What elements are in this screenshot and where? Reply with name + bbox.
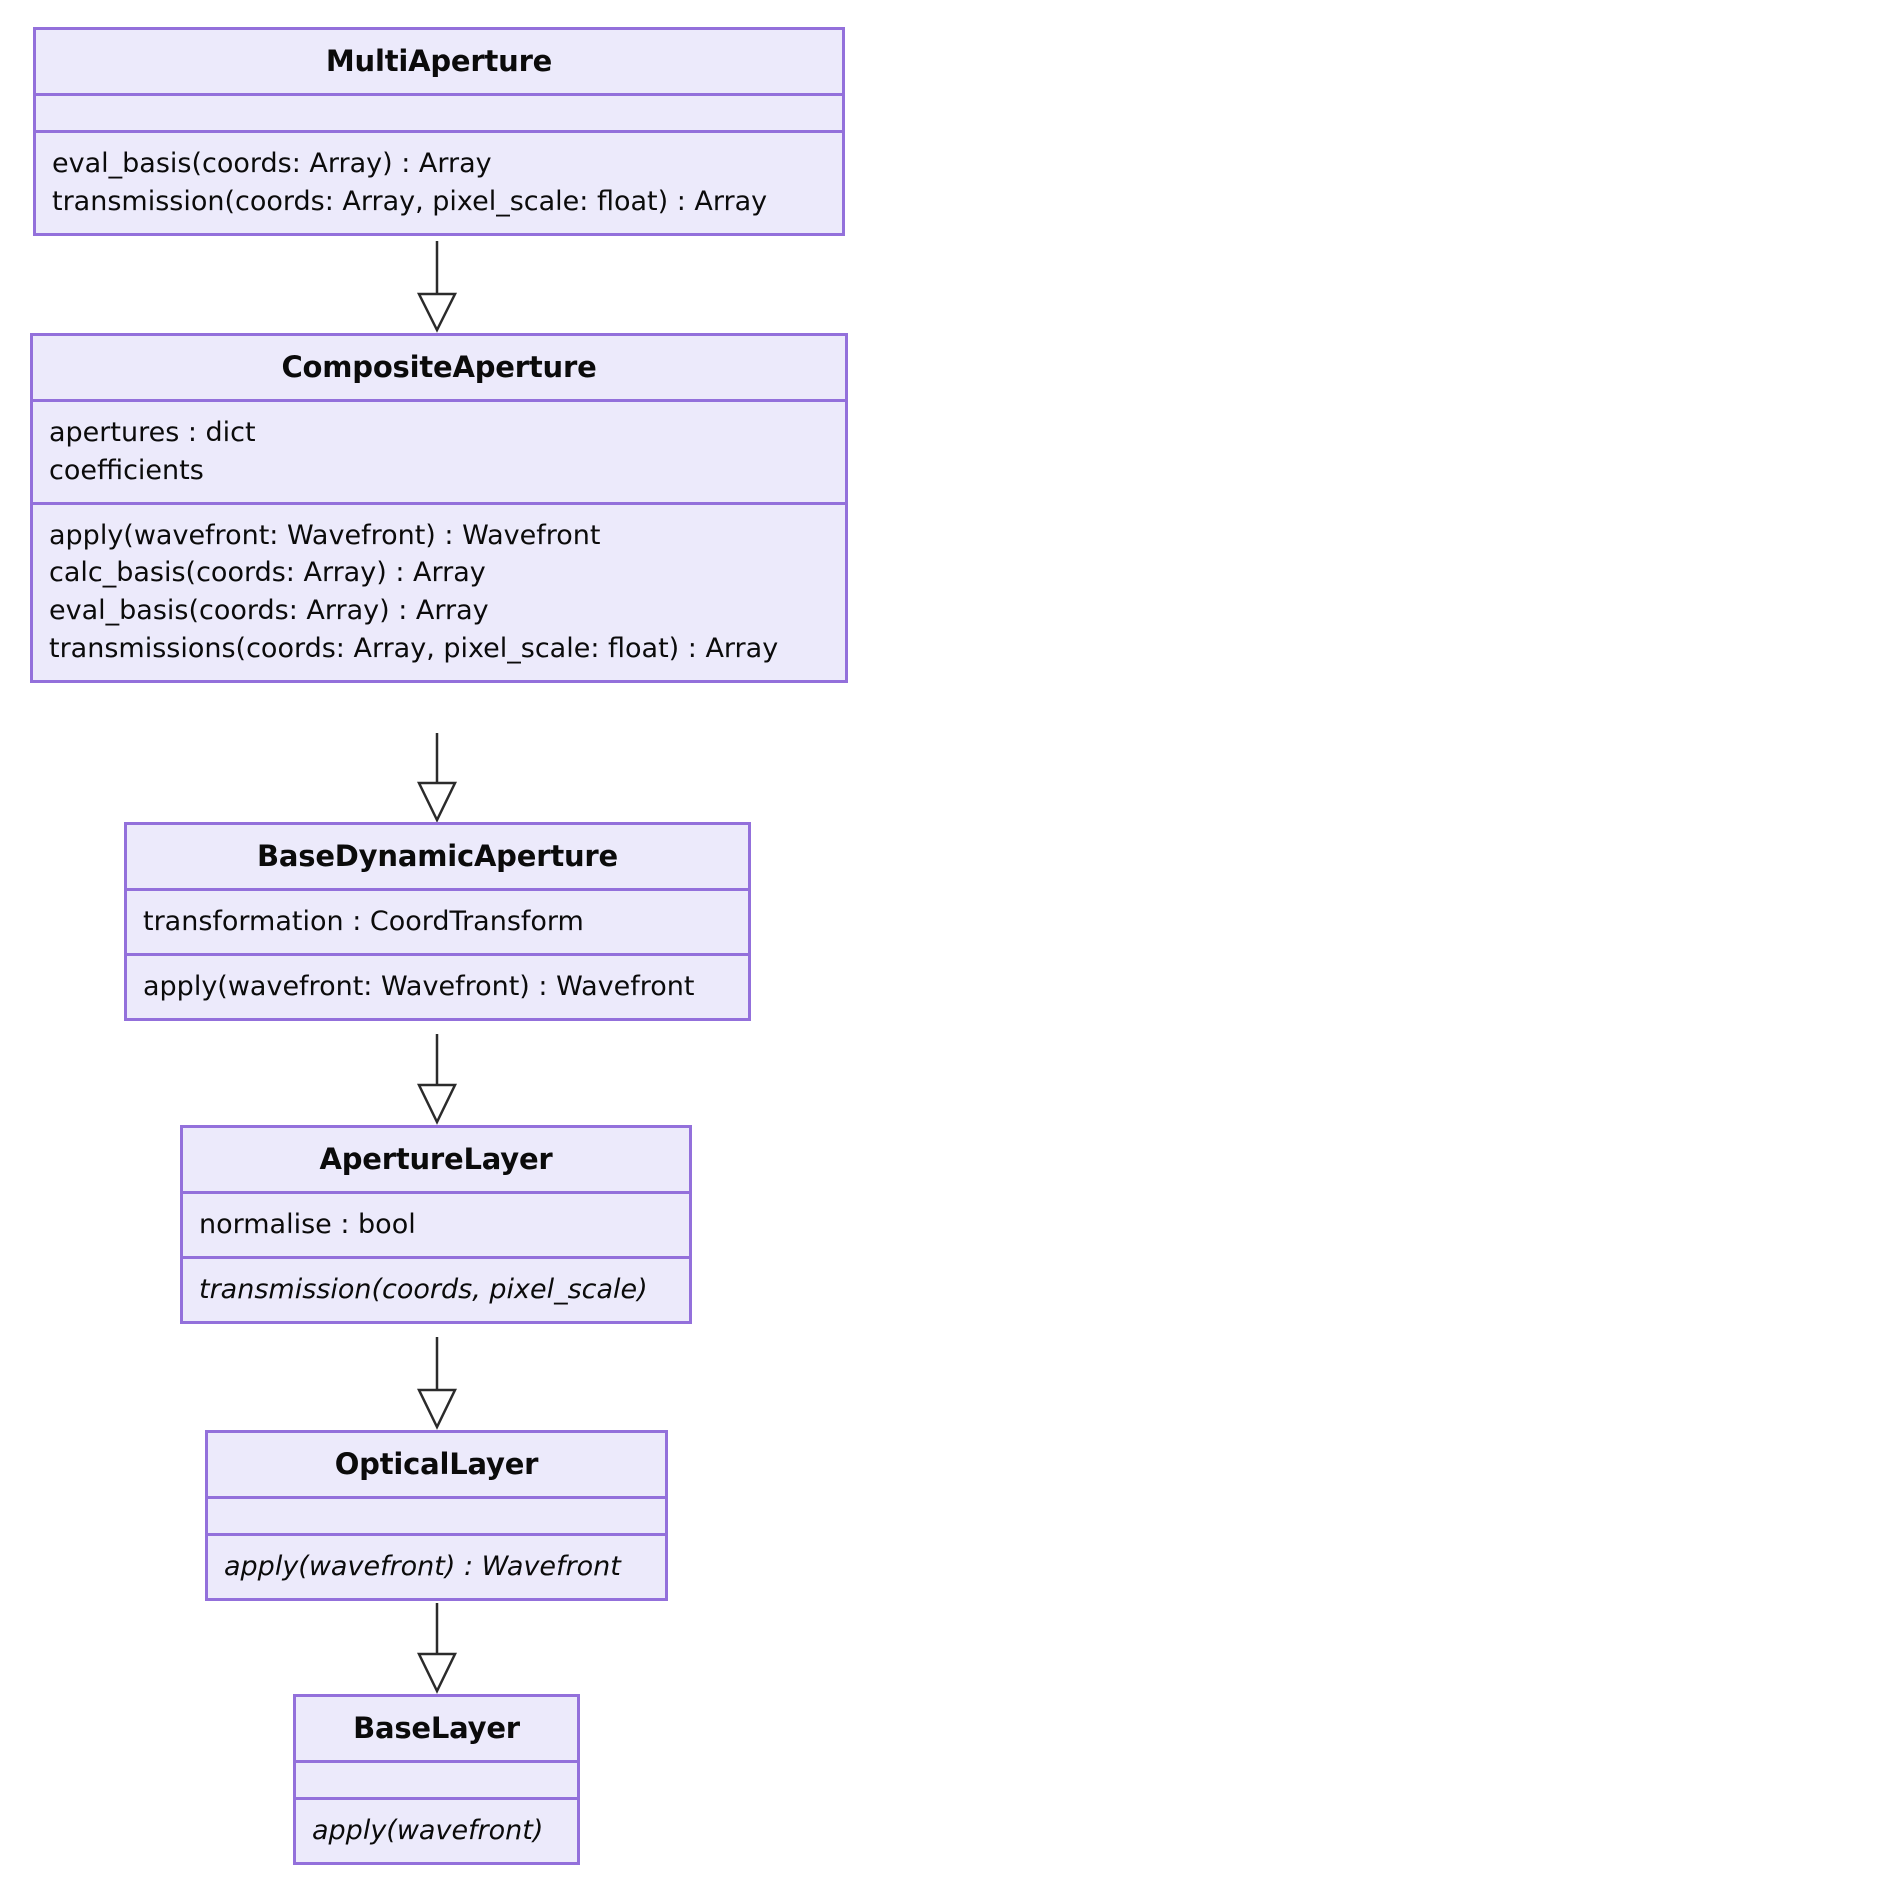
attributes-section-compositeaperture: apertures : dict coefficients	[33, 402, 845, 502]
methods-section-basedynamicaperture: apply(wavefront: Wavefront) : Wavefront	[127, 956, 748, 1018]
section-divider	[36, 93, 842, 96]
method-row-abstract: apply(wavefront)	[312, 1815, 544, 1846]
class-box-compositeaperture[interactable]: CompositeAperture apertures : dict coeff…	[30, 333, 848, 683]
class-name-aperturelayer: ApertureLayer	[319, 1142, 553, 1176]
method-row-abstract: transmission(coords, pixel_scale)	[199, 1273, 648, 1305]
section-divider	[36, 130, 842, 133]
methods-section-baselayer: apply(wavefront)	[296, 1800, 577, 1862]
section-divider	[127, 888, 748, 891]
method-row: apply(wavefront: Wavefront) : Wavefront	[143, 970, 695, 1002]
class-box-basedynamicaperture[interactable]: BaseDynamicAperture transformation : Coo…	[124, 822, 751, 1021]
section-divider	[33, 501, 845, 505]
class-box-aperturelayer[interactable]: ApertureLayer normalise : bool transmiss…	[180, 1125, 692, 1324]
class-name-basedynamicaperture: BaseDynamicAperture	[257, 839, 618, 873]
methods-section-opticallayer: apply(wavefront) : Wavefront	[208, 1536, 665, 1598]
edge-opticallayer-baselayer	[417, 1603, 457, 1694]
section-divider	[208, 1496, 665, 1499]
method-row-abstract: apply(wavefront) : Wavefront	[224, 1551, 621, 1582]
section-divider	[33, 399, 845, 402]
section-divider	[208, 1533, 665, 1536]
section-divider	[127, 952, 748, 956]
class-box-baselayer[interactable]: BaseLayer apply(wavefront)	[293, 1694, 580, 1865]
class-name-opticallayer: OpticalLayer	[334, 1447, 539, 1481]
section-divider	[296, 1760, 577, 1763]
section-divider	[183, 1191, 689, 1194]
method-row: apply(wavefront: Wavefront) : Wavefront	[49, 519, 601, 551]
methods-section-aperturelayer: transmission(coords, pixel_scale)	[183, 1259, 689, 1321]
method-row: eval_basis(coords: Array) : Array	[49, 595, 489, 627]
attributes-section-multiaperture	[36, 96, 842, 130]
method-row: transmissions(coords: Array, pixel_scale…	[49, 632, 779, 664]
attributes-section-aperturelayer: normalise : bool	[183, 1194, 689, 1256]
class-box-multiaperture[interactable]: MultiAperture eval_basis(coords: Array) …	[33, 27, 845, 236]
methods-section-compositeaperture: apply(wavefront: Wavefront) : Wavefront …	[33, 505, 845, 680]
attributes-section-baselayer	[296, 1763, 577, 1797]
attributes-section-opticallayer	[208, 1499, 665, 1533]
attributes-section-basedynamicaperture: transformation : CoordTransform	[127, 891, 748, 953]
section-divider	[183, 1255, 689, 1259]
method-row: transmission(coords: Array, pixel_scale:…	[52, 185, 768, 217]
attribute-row: transformation : CoordTransform	[143, 906, 584, 937]
method-row: eval_basis(coords: Array) : Array	[52, 148, 492, 179]
method-row: calc_basis(coords: Array) : Array	[49, 557, 486, 589]
class-name-baselayer: BaseLayer	[353, 1711, 520, 1745]
edge-compositeaperture-basedynamicaperture	[417, 733, 457, 823]
edge-basedynamicaperture-aperturelayer	[417, 1034, 457, 1125]
section-divider	[296, 1797, 577, 1800]
attribute-row: coefficients	[49, 454, 204, 486]
class-box-opticallayer[interactable]: OpticalLayer apply(wavefront) : Wavefron…	[205, 1430, 668, 1601]
edge-multiaperture-compositeaperture	[416, 241, 458, 333]
class-name-multiaperture: MultiAperture	[325, 44, 553, 78]
attribute-row: apertures : dict	[49, 417, 256, 448]
methods-section-multiaperture: eval_basis(coords: Array) : Array transm…	[36, 133, 842, 233]
attribute-row: normalise : bool	[199, 1209, 416, 1240]
class-name-compositeaperture: CompositeAperture	[281, 350, 597, 384]
edge-aperturelayer-opticallayer	[417, 1337, 457, 1430]
